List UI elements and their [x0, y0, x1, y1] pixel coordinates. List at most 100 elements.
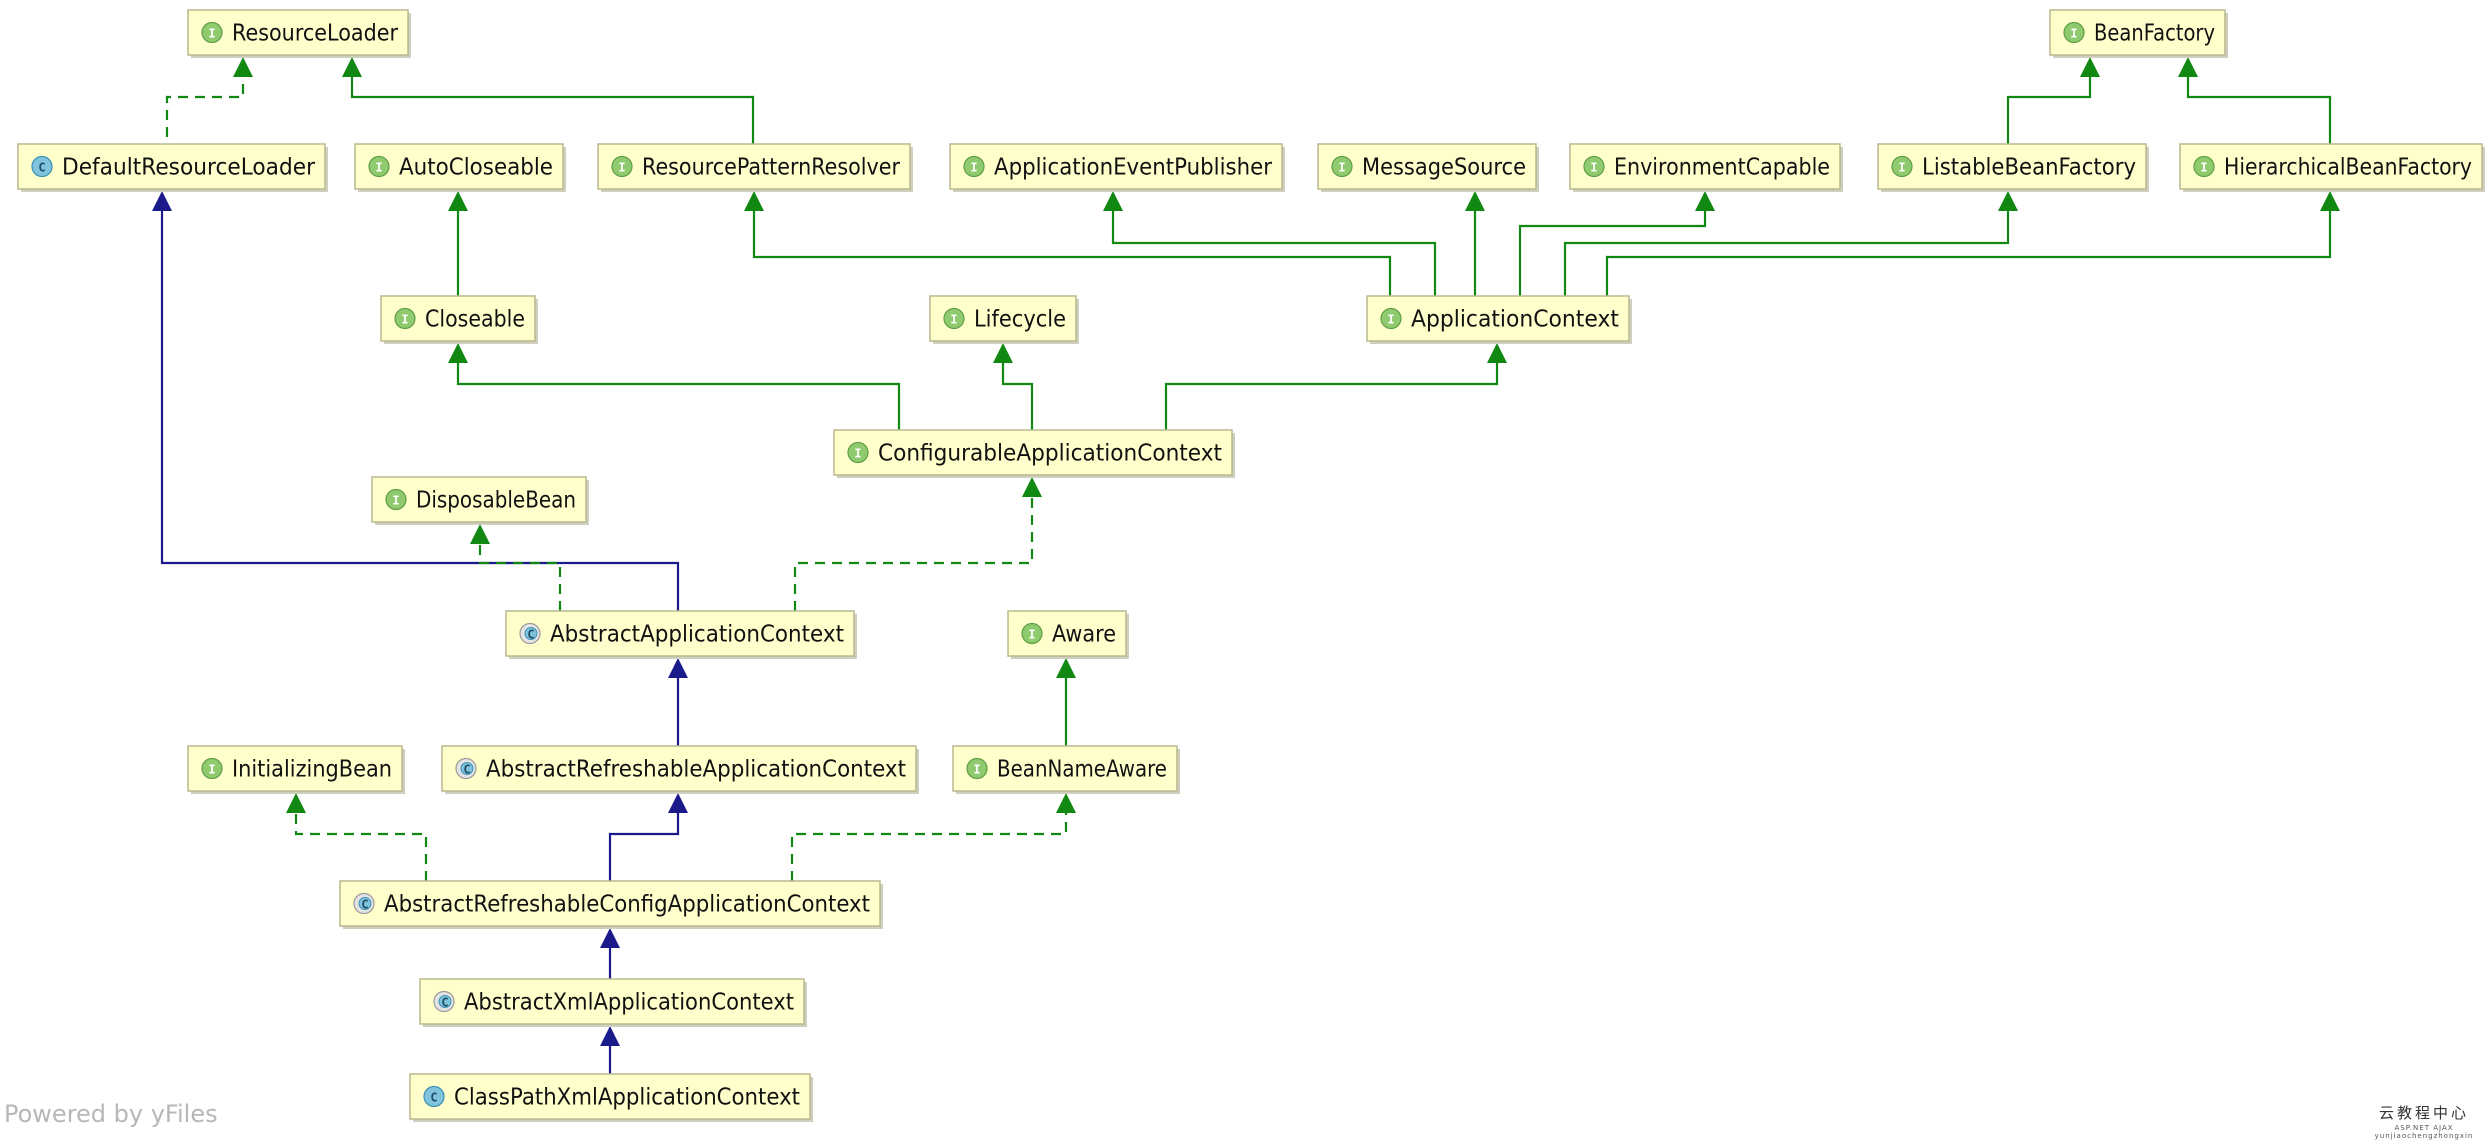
- edge-application-context-to-hierarchical-bean-factory: [1605, 191, 2340, 296]
- edge-abstract-refreshable-config-application-context-to-abstract-refreshable-application-context: [608, 793, 688, 881]
- badge-letter: I: [208, 763, 215, 777]
- arrowhead: [1022, 477, 1042, 497]
- node-initializing-bean[interactable]: I InitializingBean: [187, 745, 405, 794]
- node-box: [187, 9, 409, 56]
- badge-letter: C: [38, 161, 45, 175]
- node-aware[interactable]: I Aware: [1007, 610, 1129, 659]
- edge-line: [1111, 211, 1437, 296]
- badge-letter: C: [527, 628, 534, 642]
- badge-letter: C: [361, 898, 368, 912]
- node-box: [17, 143, 326, 190]
- edge-line: [1518, 211, 1707, 296]
- edge-line: [294, 813, 428, 881]
- edge-abstract-application-context-to-default-resource-loader: [152, 191, 680, 611]
- edge-configurable-application-context-to-application-context: [1164, 343, 1507, 430]
- arrowhead: [993, 343, 1013, 363]
- node-label: ResourcePatternResolver: [642, 155, 900, 181]
- arrowhead: [286, 793, 306, 813]
- node-hierarchical-bean-factory[interactable]: I HierarchicalBeanFactory: [2179, 143, 2485, 192]
- interface-icon: I: [201, 757, 223, 780]
- edge-class-path-xml-application-context-to-abstract-xml-application-context: [600, 1026, 620, 1074]
- edge-line: [608, 813, 680, 881]
- class-icon: C: [423, 1085, 445, 1108]
- badge-letter: I: [208, 27, 215, 41]
- node-bean-name-aware[interactable]: I BeanNameAware: [952, 745, 1180, 794]
- edge-abstract-xml-application-context-to-abstract-refreshable-config-application-context: [600, 928, 620, 979]
- arrowhead: [1103, 191, 1123, 211]
- node-label: InitializingBean: [232, 757, 392, 783]
- node-label: ApplicationContext: [1411, 307, 1619, 333]
- badge-letter: I: [970, 161, 977, 175]
- node-box: [371, 476, 587, 523]
- edge-line: [1563, 211, 2010, 296]
- edge-configurable-application-context-to-lifecycle: [993, 343, 1034, 430]
- edge-line: [1605, 211, 2332, 296]
- interface-icon: I: [847, 441, 869, 464]
- node-label: HierarchicalBeanFactory: [2224, 155, 2472, 181]
- edge-application-context-to-listable-bean-factory: [1563, 191, 2018, 296]
- edge-resource-pattern-resolver-to-resource-loader: [342, 57, 755, 144]
- node-abstract-refreshable-config-application-context[interactable]: C AbstractRefreshableConfigApplicationCon…: [339, 880, 883, 929]
- abstract-class-icon: C: [353, 892, 375, 915]
- node-label: BeanNameAware: [997, 757, 1167, 783]
- edge-line: [2186, 77, 2332, 144]
- badge-letter: C: [441, 996, 448, 1010]
- node-label: ClassPathXmlApplicationContext: [454, 1085, 800, 1111]
- interface-icon: I: [1380, 307, 1402, 330]
- edge-line: [2006, 77, 2092, 144]
- node-label: Aware: [1052, 622, 1116, 648]
- node-box: [1877, 143, 2147, 190]
- node-application-context[interactable]: I ApplicationContext: [1366, 295, 1632, 344]
- node-resource-pattern-resolver[interactable]: I ResourcePatternResolver: [597, 143, 913, 192]
- arrowhead: [152, 191, 172, 211]
- site-logo-watermark: 云教程中心 ASP.NET AJAX yunjiaochengzhongxin: [2366, 1102, 2482, 1140]
- node-box: [1317, 143, 1537, 190]
- interface-icon: I: [368, 155, 390, 178]
- edge-line: [456, 363, 901, 430]
- node-label: AbstractRefreshableConfigApplicationCont…: [384, 892, 870, 918]
- interface-icon: I: [611, 155, 633, 178]
- edge-application-context-to-application-event-publisher: [1103, 191, 1437, 296]
- interface-icon: I: [2193, 155, 2215, 178]
- badge-letter: C: [430, 1091, 437, 1105]
- edge-closeable-to-auto-closeable: [448, 191, 468, 296]
- badge-letter: C: [463, 763, 470, 777]
- node-box: [1366, 295, 1630, 342]
- node-box: [505, 610, 855, 657]
- interface-icon: I: [1021, 622, 1043, 645]
- edge-line: [752, 211, 1392, 296]
- abstract-class-icon: C: [519, 622, 541, 645]
- interface-icon: I: [966, 757, 988, 780]
- node-box: [409, 1073, 811, 1120]
- node-class-path-xml-application-context[interactable]: C ClassPathXmlApplicationContext: [409, 1073, 813, 1122]
- interface-icon: I: [2063, 21, 2085, 44]
- edge-hierarchical-bean-factory-to-bean-factory: [2178, 57, 2332, 144]
- edge-line: [1164, 363, 1499, 430]
- arrowhead: [2320, 191, 2340, 211]
- badge-letter: I: [618, 161, 625, 175]
- node-bean-factory[interactable]: I BeanFactory: [2049, 9, 2228, 58]
- badge-letter: I: [1387, 313, 1394, 327]
- arrowhead: [744, 191, 764, 211]
- node-box: [949, 143, 1283, 190]
- badge-letter: I: [973, 763, 980, 777]
- node-label: BeanFactory: [2094, 21, 2215, 47]
- edge-line: [165, 77, 245, 188]
- interface-icon: I: [963, 155, 985, 178]
